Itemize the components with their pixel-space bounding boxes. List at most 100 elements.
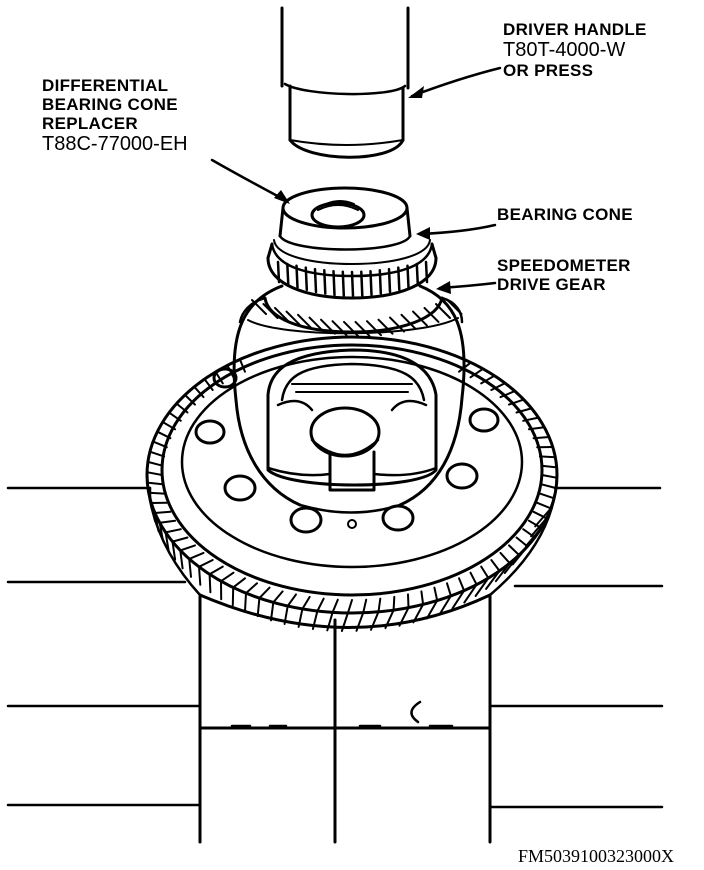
gear-tooth-face <box>474 577 490 597</box>
gear-tooth <box>490 559 501 572</box>
bearing-roller <box>378 269 383 295</box>
bench-rails <box>6 486 664 809</box>
bearing-roller <box>406 264 410 289</box>
gear-tooth <box>331 598 339 614</box>
gear-tooth-face <box>370 610 380 631</box>
bearing-roller <box>332 269 336 297</box>
bearing-roller <box>341 270 346 297</box>
gear-tooth <box>377 597 382 613</box>
bearing-roller <box>387 267 392 294</box>
label-line: T88C-77000-EH <box>42 133 188 155</box>
gear-tooth <box>161 421 177 431</box>
gear-tooth <box>522 528 536 539</box>
gear-tooth <box>245 582 258 595</box>
gear-tooth <box>469 367 484 379</box>
speedometer-gear-teeth <box>251 299 463 337</box>
gear-tooth <box>156 430 172 440</box>
bolt-holes <box>194 367 500 534</box>
gear-tooth <box>168 411 182 422</box>
speedometer-gear-tooth <box>308 316 325 333</box>
gear-tooth <box>540 464 558 469</box>
speedometer-gear-tooth <box>400 313 417 330</box>
gear-tooth <box>458 577 466 592</box>
speedometer-gear-tooth <box>274 306 290 323</box>
label-line: SPEEDOMETER <box>497 256 631 275</box>
bearing-roller <box>304 266 309 292</box>
speedometer-gear-tooth <box>320 318 336 335</box>
gear-tooth <box>153 510 172 514</box>
speedometer-gear-tooth <box>297 313 313 330</box>
driver-handle <box>280 6 410 159</box>
gear-tooth <box>527 519 543 529</box>
gear-tooth-face <box>297 607 304 628</box>
gear-tooth <box>407 593 410 609</box>
bearing-cone-label: BEARING CONE <box>497 205 633 224</box>
gear-tooth <box>522 416 540 422</box>
gear-tooth-face <box>485 569 501 590</box>
bearing-rollers <box>276 260 429 298</box>
gear-tooth-face <box>503 554 520 574</box>
bearing-roller <box>369 269 373 297</box>
gear-tooth <box>146 460 164 467</box>
gear-tooth <box>536 501 552 510</box>
speedometer-gear-tooth <box>423 306 440 323</box>
gear-tooth <box>499 390 516 399</box>
gear-tooth-face <box>188 557 192 578</box>
gear-tooth <box>188 551 205 560</box>
gear-tooth <box>316 597 325 612</box>
gear-tooth <box>527 426 546 431</box>
gear-tooth-face <box>153 512 160 532</box>
speedometer-gear-tooth <box>446 299 463 315</box>
gear-tooth-face <box>256 597 261 618</box>
gear-tooth-face <box>164 531 170 552</box>
bearing-roller <box>323 269 327 295</box>
speedometer-gear-tooth <box>251 299 267 315</box>
label-line: BEARING CONE <box>42 95 178 114</box>
gear-tooth <box>208 565 224 576</box>
leader-lines <box>210 66 502 290</box>
gear-tooth <box>538 492 556 500</box>
gear-tooth <box>164 528 182 534</box>
gear-tooth <box>301 595 311 610</box>
gear-tooth <box>392 595 396 612</box>
speedometer-gear-tooth <box>412 310 428 327</box>
gear-tooth <box>193 385 205 399</box>
speedometer-gear <box>238 296 464 337</box>
gear-tooth-face <box>198 565 202 586</box>
label-line: REPLACER <box>42 114 138 133</box>
gear-tooth-face <box>283 605 289 625</box>
gear-tooth <box>232 577 246 589</box>
gear-tooth-face <box>208 573 212 594</box>
figure-code: FM5039100323000X <box>518 846 675 866</box>
speedometer-gear-tooth <box>389 316 405 333</box>
ring-gear <box>145 335 559 632</box>
gear-tooth-face <box>158 521 164 542</box>
gear-tooth <box>508 398 525 406</box>
gear-tooth-face <box>171 540 177 561</box>
bearing-cone <box>266 239 438 300</box>
gear-tooth-face <box>179 549 184 570</box>
speedometer-gear-label: SPEEDOMETER DRIVE GEAR <box>497 256 631 294</box>
gear-tooth <box>171 536 189 543</box>
bearing-roller <box>424 260 429 284</box>
gear-tooth <box>480 565 490 579</box>
gear-tooth <box>362 598 368 614</box>
gear-tooth <box>515 407 533 414</box>
gear-tooth <box>538 455 557 459</box>
gear-tooth <box>499 551 511 565</box>
gear-tooth <box>148 450 166 458</box>
label-line: BEARING CONE <box>497 205 633 224</box>
gear-tooth-face <box>340 612 349 632</box>
speedometer-gear-tooth <box>435 303 451 319</box>
bearing-roller <box>415 262 420 286</box>
bearing-roller <box>313 267 318 294</box>
ring-gear-teeth <box>146 358 558 632</box>
gear-tooth-face <box>451 589 466 610</box>
gear-tooth <box>508 544 520 556</box>
bearing-cone-replacer <box>278 186 412 251</box>
bearing-roller <box>276 260 281 284</box>
gear-tooth <box>446 582 452 597</box>
gear-tooth <box>220 571 235 583</box>
